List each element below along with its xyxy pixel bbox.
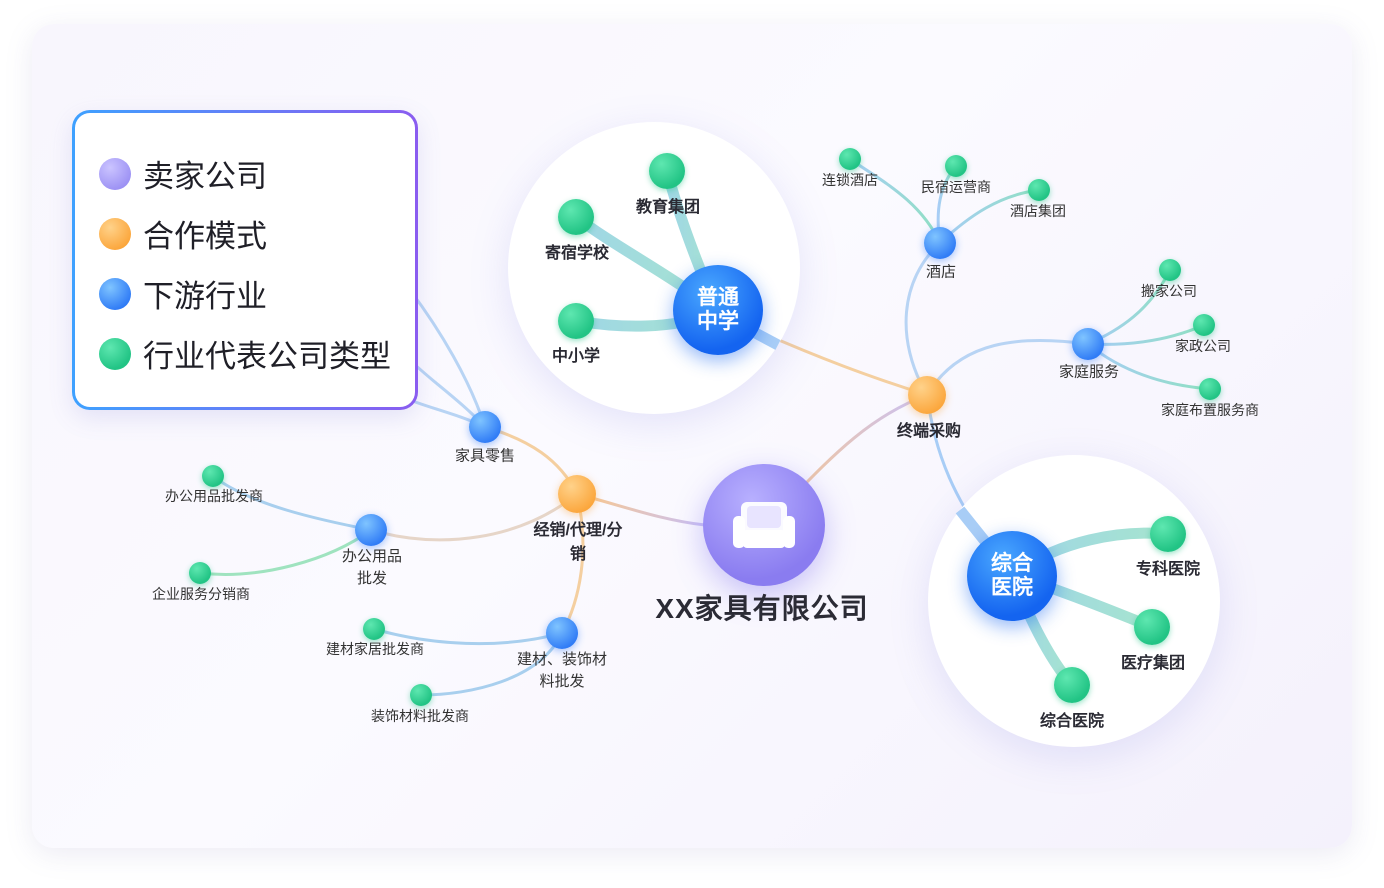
node-building-wholesale (546, 617, 578, 649)
node-school: 普通中学 (673, 265, 763, 355)
legend-item-seller: 卖家公司 (99, 151, 267, 196)
link-building-a (373, 627, 563, 646)
label-school-primary: 中小学 (551, 348, 601, 365)
label-office-b: 企业服务分销商 (152, 586, 250, 602)
legend-label: 卖家公司 (143, 159, 267, 194)
node-furniture-retail (469, 411, 501, 443)
label-home-service: 家庭服务 (1058, 363, 1120, 381)
node-terminal (908, 376, 946, 414)
node-office-b (189, 562, 211, 584)
node-home-housekeeping (1193, 314, 1215, 336)
node-hospital-general (1054, 667, 1090, 703)
node-hotel-chain (839, 148, 861, 170)
link-terminal-home (925, 338, 1089, 396)
link-building-b (420, 632, 564, 697)
legend-label: 行业代表公司类型 (143, 339, 391, 374)
label-hospital-group: 医疗集团 (1120, 655, 1186, 672)
label-hotel-bnb: 民宿运营商 (921, 179, 991, 195)
label-hotel-chain: 连锁酒店 (822, 172, 878, 188)
label-school-boarding: 寄宿学校 (544, 245, 610, 262)
link-terminal-hotel (904, 241, 942, 396)
link-retail-a (408, 289, 487, 428)
label-office-wholesale: 办公用品批发 (341, 548, 402, 587)
node-home-decor (1199, 378, 1221, 400)
label-home-decor: 家庭布置服务商 (1161, 402, 1259, 418)
node-office-wholesale (355, 514, 387, 546)
legend-dot-mode (99, 217, 131, 250)
label-terminal: 终端采购 (896, 423, 962, 440)
node-hotel-group (1028, 179, 1050, 201)
legend-item-industry: 下游行业 (99, 271, 267, 316)
label-building-b: 装饰材料批发商 (371, 708, 469, 724)
hub-node (703, 464, 825, 586)
legend-dot-industry (99, 277, 131, 310)
link-office-b (199, 528, 372, 576)
node-hospital-specialist (1150, 516, 1186, 552)
legend-item-company: 行业代表公司类型 (99, 331, 391, 376)
node-building-a (363, 618, 385, 640)
legend-label: 下游行业 (143, 279, 267, 314)
node-school-primary (558, 303, 594, 339)
legend-dot-seller (99, 157, 131, 190)
label-school: 普通中学 (697, 286, 739, 333)
node-home-service (1072, 328, 1104, 360)
node-home-moving (1159, 259, 1181, 281)
label-office-a: 办公用品批发商 (165, 488, 263, 504)
label-hospital: 综合医院 (991, 552, 1033, 599)
node-distribution (558, 475, 596, 513)
node-hospital-group (1134, 609, 1170, 645)
node-office-a (202, 465, 224, 487)
label-home-moving: 搬家公司 (1141, 283, 1197, 299)
node-school-group (649, 153, 685, 189)
legend-item-mode: 合作模式 (99, 211, 267, 256)
label-hospital-general: 综合医院 (1039, 713, 1105, 730)
link-dist-office (370, 492, 578, 542)
label-distribution: 经销/代理/分销 (533, 522, 623, 563)
legend-dot-company (99, 337, 131, 370)
hub-label: XX家具有限公司 (655, 593, 869, 624)
node-hospital: 综合医院 (967, 531, 1057, 621)
label-building-a: 建材家居批发商 (326, 641, 424, 657)
label-hospital-specialist: 专科医院 (1135, 561, 1201, 578)
label-hotel: 酒店 (925, 263, 957, 281)
label-home-housekeeping: 家政公司 (1175, 338, 1231, 354)
label-school-group: 教育集团 (635, 199, 701, 216)
link-office-a (212, 474, 372, 532)
node-hotel-bnb (945, 155, 967, 177)
label-furniture-retail: 家具零售 (454, 447, 516, 465)
node-building-b (410, 684, 432, 706)
sofa-icon (733, 502, 795, 548)
legend: 卖家公司 合作模式 下游行业 行业代表公司类型 (72, 110, 418, 410)
node-hotel (924, 227, 956, 259)
node-school-boarding (558, 199, 594, 235)
label-hotel-group: 酒店集团 (1010, 203, 1066, 219)
legend-label: 合作模式 (143, 219, 267, 254)
label-building-wholesale: 建材、装饰材料批发 (516, 651, 607, 690)
